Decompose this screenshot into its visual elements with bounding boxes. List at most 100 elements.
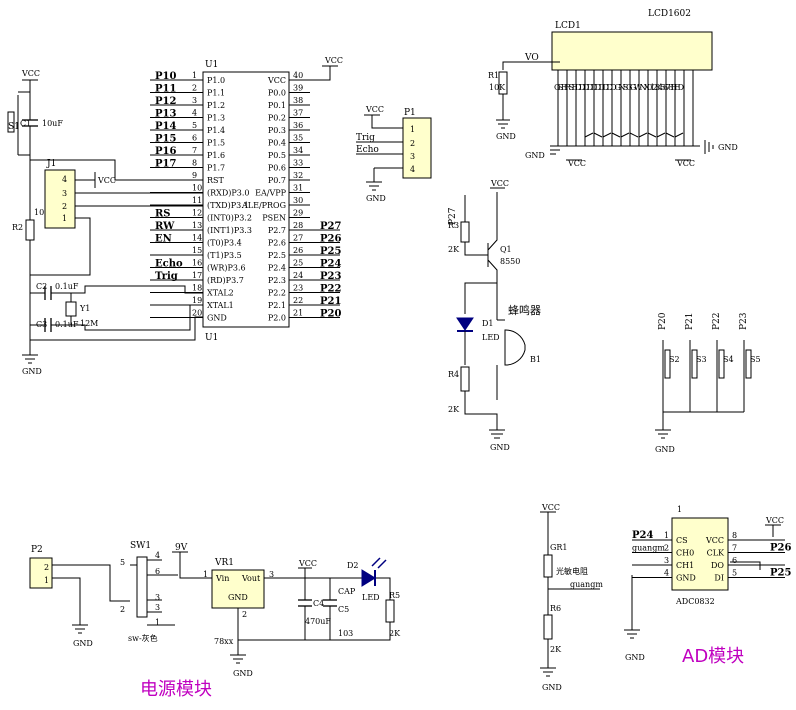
key-net-label: P20	[658, 312, 668, 330]
p1-vcc-wire	[364, 114, 403, 129]
p2-label: P2	[31, 545, 43, 555]
mcu-pin-number: 37	[293, 109, 303, 118]
mcu-pin-name: P2.6	[268, 239, 286, 248]
adc-pin-name: CS	[676, 536, 688, 545]
r6-gnd	[540, 639, 556, 677]
ldr-vcc-wire	[540, 511, 556, 555]
mcu-net-label: P26	[320, 234, 341, 245]
key-switch-label: S5	[750, 355, 761, 364]
mcu-pin-name: VCC	[267, 76, 286, 85]
key-net-label: P22	[712, 312, 722, 330]
adc-pin-number: 6	[732, 556, 737, 565]
lcd-vo-wire	[502, 61, 560, 70]
j1-wires	[30, 192, 203, 276]
mcu-pin-name: (TXD)P3.1	[207, 201, 249, 210]
vr1-wires	[230, 577, 391, 664]
p1-ref: P1	[404, 108, 416, 118]
mcu-pin-name: (INT1)P3.3	[207, 226, 252, 235]
adc-do-di-link	[730, 561, 761, 570]
mcu-pin-number: 27	[293, 234, 303, 243]
mcu-pin-number: 34	[293, 146, 303, 155]
p2-body	[29, 557, 53, 589]
mcu-pin-name: P2.0	[268, 314, 286, 323]
mcu-net-label: P21	[320, 296, 341, 307]
y1-label: Y1	[79, 304, 90, 313]
mcu-pin-name: P0.2	[268, 114, 286, 123]
mcu-pin-name: P2.7	[268, 226, 286, 235]
mcu-pin-number: 30	[293, 196, 303, 205]
lcd-bus-tick	[593, 132, 603, 138]
mcu-pin-name: (T0)P3.4	[207, 239, 242, 248]
rst-net-wire	[29, 126, 203, 181]
mcu-pin-name: P0.6	[268, 164, 286, 173]
adc-pin-name: VCC	[705, 536, 724, 545]
r1-value: 10K	[489, 83, 506, 92]
lcd-gnd-left-label: GND	[525, 151, 545, 160]
mcu-body	[202, 71, 290, 328]
vr1-part: 78xx	[214, 637, 234, 646]
vr1-gnd-label: GND	[233, 669, 253, 678]
mcu-pin-number: 29	[293, 209, 303, 218]
sw1-pin-6: 6	[155, 567, 160, 576]
j1-vcc-wire	[75, 172, 96, 188]
caps-wires	[304, 578, 331, 640]
key-net-label: P21	[685, 312, 695, 330]
mcu-pin-number: 36	[293, 121, 303, 130]
p1-body	[402, 117, 432, 179]
mcu-net-label: EN	[155, 234, 172, 245]
c1-label: C1	[20, 119, 31, 128]
r1-gnd	[496, 94, 510, 129]
adc-pin-name: CH0	[676, 549, 694, 558]
adc-pin-name: DI	[714, 574, 724, 583]
mcu-net-label: RW	[155, 221, 175, 232]
lcd-body	[551, 31, 713, 71]
q1-value: 8550	[500, 257, 520, 266]
d2-led	[361, 569, 376, 587]
lcd-gnd-left	[550, 145, 564, 155]
r4-label: R4	[448, 370, 459, 379]
r2-resistor	[25, 219, 35, 241]
adc-net-label: P25	[770, 568, 791, 579]
mcu-ref: U1	[205, 60, 218, 70]
adc-pin-number: 2	[664, 544, 669, 553]
lcd-bus-tick	[584, 132, 594, 138]
ldr-net-label: guangm	[570, 580, 603, 589]
mcu-pin-number: 24	[293, 271, 303, 280]
mcu-net-label: Trig	[155, 271, 178, 282]
sw1-pin-1: 1	[155, 618, 160, 627]
mcu-pin-name: P2.1	[268, 301, 286, 310]
lcd-pin-wires	[557, 70, 694, 146]
adc-pin-name: GND	[676, 574, 696, 583]
y1-crystal-symbol	[65, 301, 77, 317]
v9-wire	[172, 551, 212, 579]
mcu-pin-number: 2	[192, 84, 197, 93]
q1-label: Q1	[500, 245, 512, 254]
adc-pin-name: DO	[711, 561, 724, 570]
q1-transistor	[487, 192, 498, 283]
p1-echo-label: Echo	[356, 145, 379, 155]
reset-switch-symbol	[7, 111, 15, 133]
adc-gnd	[624, 575, 640, 639]
lcd-vo-label: VO	[524, 53, 539, 63]
j1-body	[44, 169, 76, 229]
p2-pin-1: 1	[44, 576, 49, 585]
c2-label: C2	[36, 282, 47, 291]
mcu-pin-name: P2.5	[268, 251, 286, 260]
d2-light-rays	[371, 557, 387, 569]
c1-value: 10uF	[42, 119, 63, 128]
reset-vcc-label: VCC	[21, 69, 40, 78]
mcu-pin-name: P0.1	[268, 101, 286, 110]
r1-gnd-label: GND	[496, 132, 516, 141]
mcu-pin-number: 32	[293, 171, 303, 180]
mcu-pin-name: (T1)P3.5	[207, 251, 242, 260]
mcu-pin-name: (INT0)P3.2	[207, 214, 252, 223]
adc-vcc-label: VCC	[765, 516, 784, 525]
mcu-net-label: P16	[155, 146, 176, 157]
j1-connector: J1 4 3 2 1 VCC	[30, 159, 203, 276]
crystal-wires	[30, 285, 203, 331]
mcu-net-label: P15	[155, 134, 176, 145]
mcu-pin-number: 1	[192, 71, 197, 80]
mcu-pin-number: 25	[293, 259, 303, 268]
r3-resistor	[460, 221, 470, 243]
power-vcc-label: VCC	[298, 559, 317, 568]
